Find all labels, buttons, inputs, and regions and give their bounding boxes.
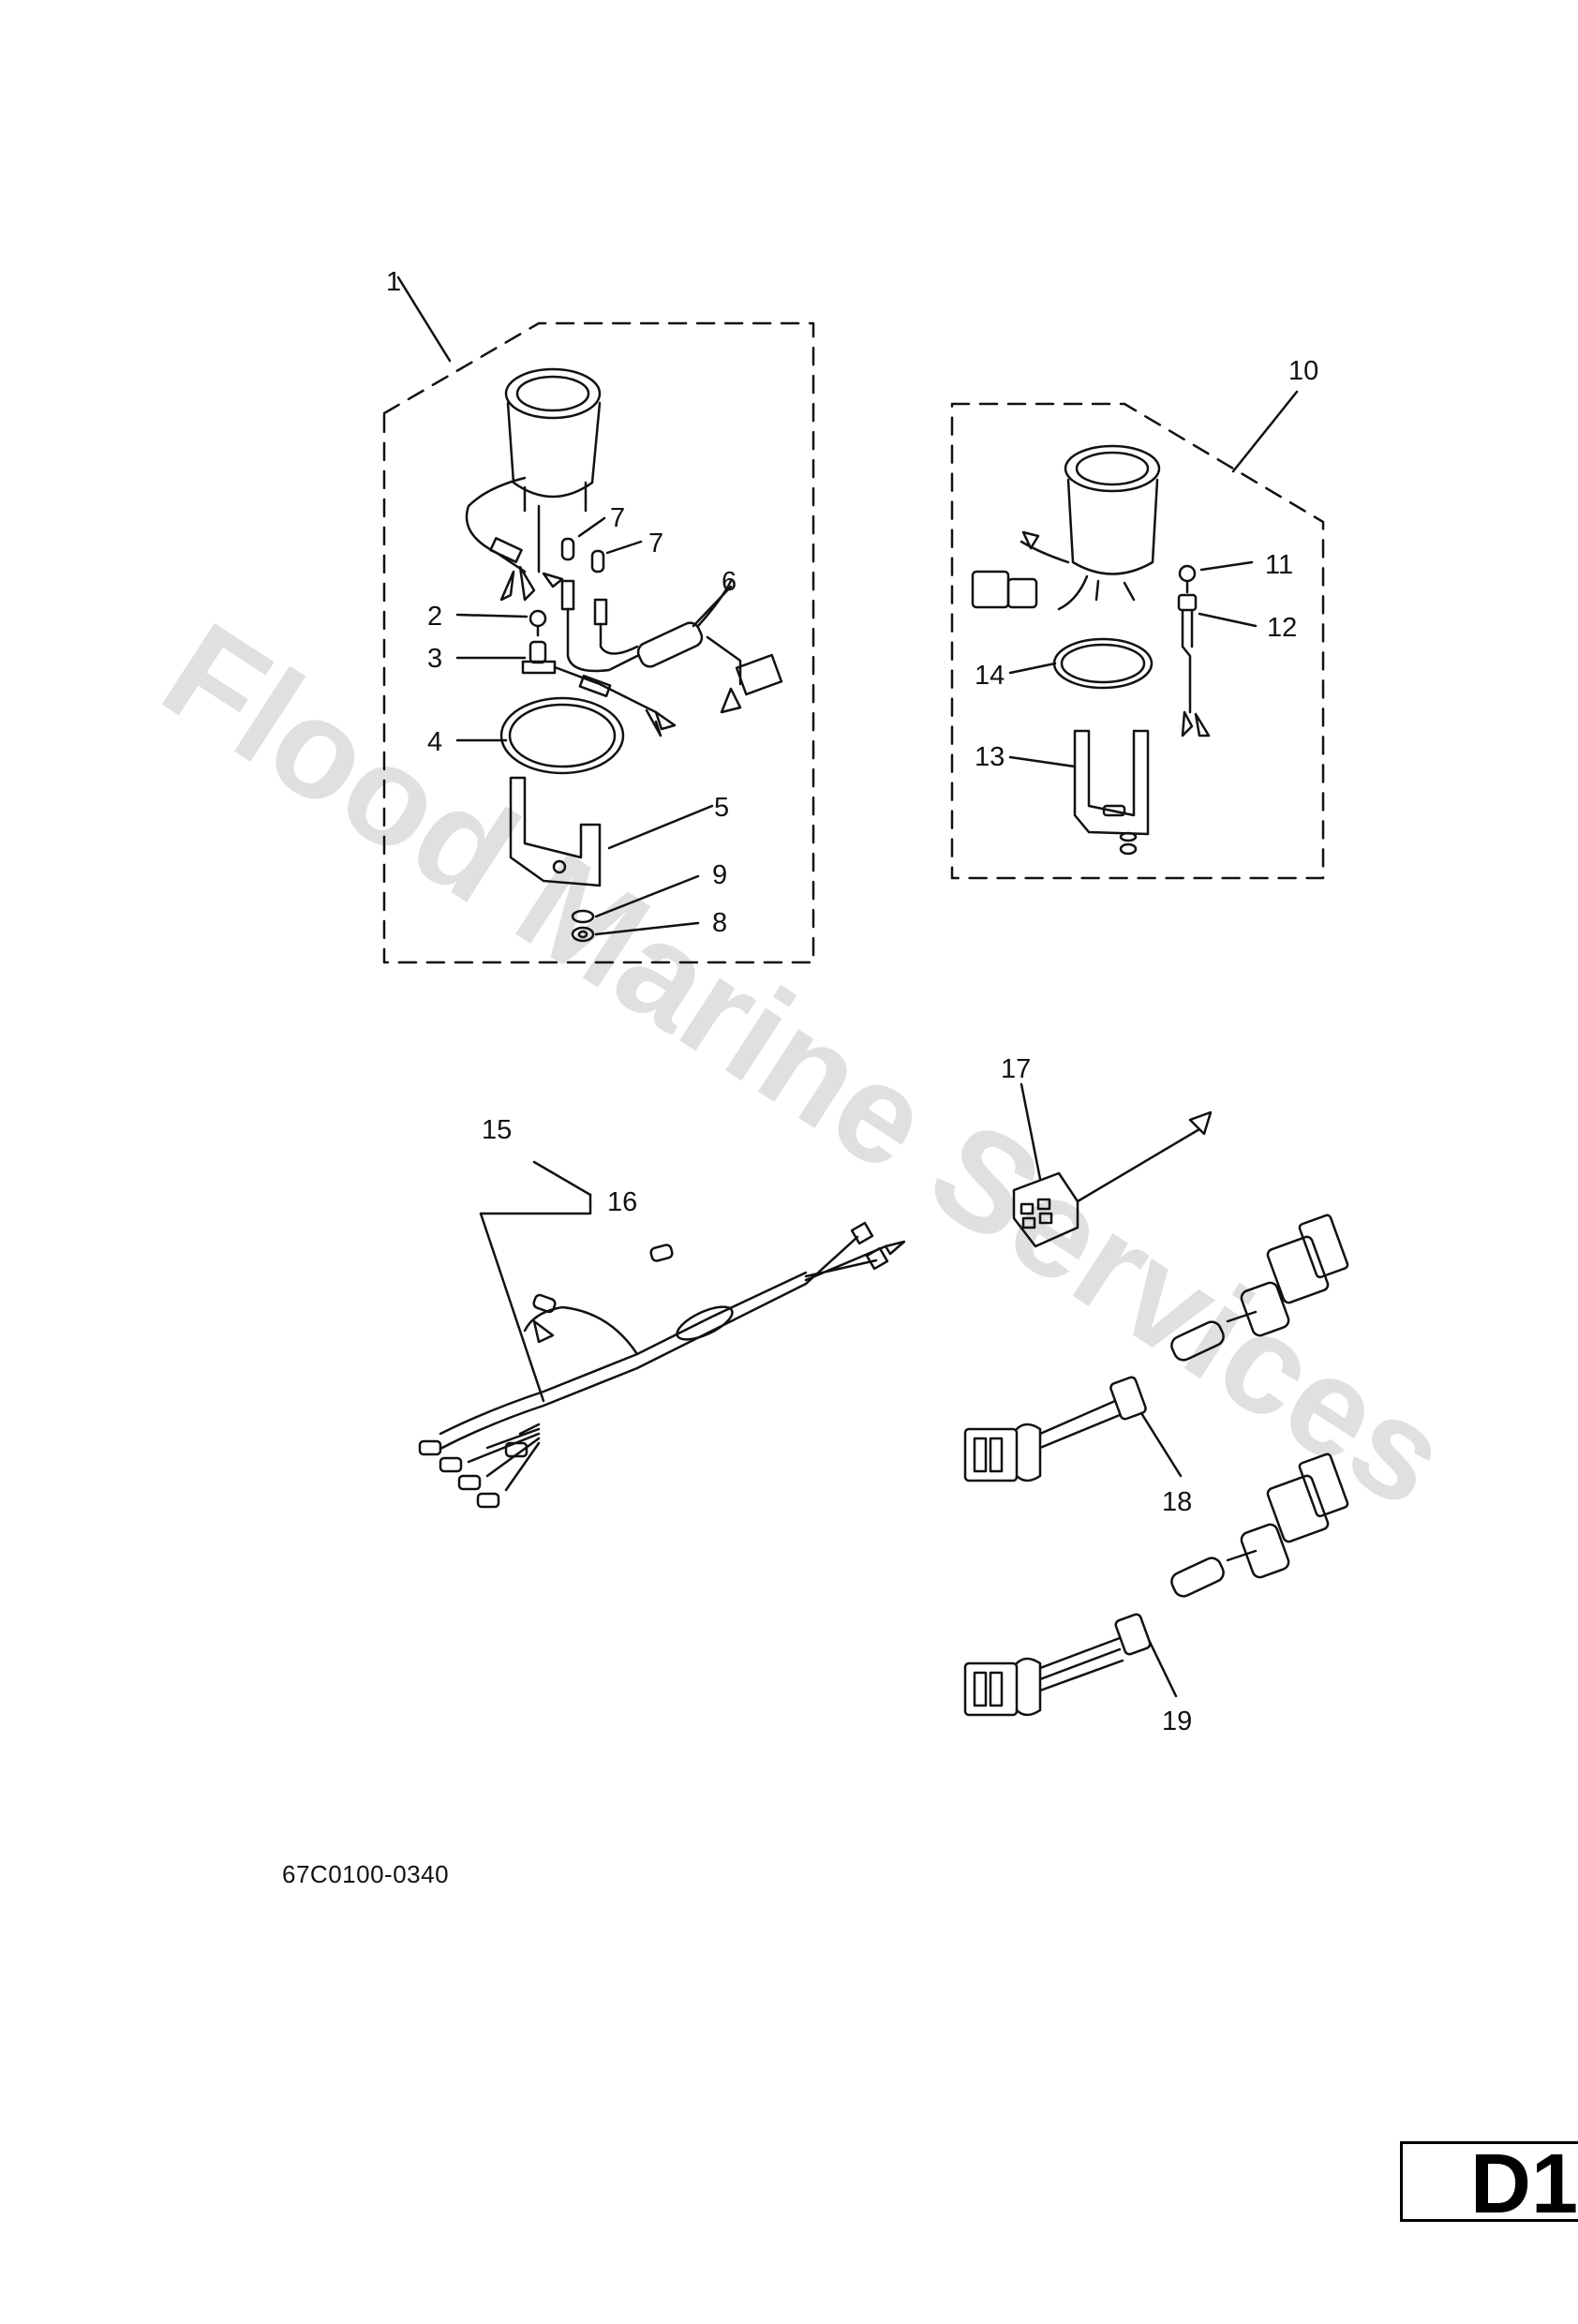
- harness-18: [963, 1214, 1349, 1482]
- callout-11: 11: [1265, 550, 1293, 580]
- callout-5: 5: [714, 793, 729, 823]
- drawing-code: 67C0100-0340: [282, 1860, 450, 1888]
- section-label-box: D1: [1400, 2141, 1578, 2222]
- nut-8: [571, 926, 595, 943]
- assembly-10-boundary: [950, 402, 1325, 880]
- cap-7a: [560, 537, 575, 561]
- bulb-11: [1178, 564, 1197, 594]
- leader-15-bracket: [479, 1193, 592, 1215]
- harness-19: [963, 1452, 1349, 1717]
- callout-1: 1: [386, 267, 401, 297]
- washer-9: [571, 909, 595, 924]
- leader-13: [1008, 755, 1077, 768]
- callout-4: 4: [427, 727, 442, 757]
- callout-16: 16: [607, 1187, 637, 1217]
- bracket-13: [1073, 729, 1150, 856]
- leader-14: [1008, 662, 1057, 675]
- callout-12: 12: [1267, 613, 1297, 643]
- leader-11: [1199, 560, 1254, 572]
- callout-18: 18: [1162, 1487, 1192, 1517]
- socket-12: [1177, 593, 1211, 737]
- leader-6: [692, 585, 733, 628]
- callout-7b: 7: [648, 529, 663, 559]
- callout-8: 8: [712, 908, 727, 938]
- leader-7a: [577, 516, 606, 538]
- callout-6: 6: [722, 567, 737, 597]
- leader-7b: [605, 540, 643, 555]
- leader-2: [455, 613, 528, 618]
- callout-2: 2: [427, 602, 442, 632]
- leader-15-top: [532, 1160, 592, 1197]
- leader-5: [607, 804, 714, 850]
- callout-9: 9: [712, 860, 727, 890]
- socket-3: [521, 640, 677, 737]
- leader-17: [1020, 1082, 1042, 1181]
- leader-1: [396, 276, 452, 363]
- leader-18: [1139, 1411, 1183, 1478]
- section-label: D1: [1470, 2141, 1578, 2222]
- connector-17: [1012, 1110, 1213, 1248]
- callout-14: 14: [975, 661, 1005, 691]
- cap-7b: [590, 549, 605, 574]
- gauge-10: [971, 444, 1161, 611]
- ring-14: [1052, 637, 1154, 690]
- leader-8: [594, 921, 700, 936]
- tube-16: [649, 1244, 674, 1262]
- bracket-5: [509, 776, 602, 887]
- callout-10: 10: [1288, 356, 1318, 386]
- ring-4: [499, 696, 625, 775]
- callout-3: 3: [427, 644, 442, 674]
- harness-15: [418, 1221, 906, 1509]
- harness-6: [560, 579, 783, 714]
- assembly-1-boundary: [382, 321, 815, 964]
- callout-17: 17: [1001, 1054, 1031, 1084]
- leader-19: [1147, 1638, 1178, 1698]
- leader-15: [479, 1212, 545, 1403]
- callout-13: 13: [975, 742, 1005, 772]
- leader-10: [1231, 390, 1299, 473]
- callout-15: 15: [482, 1115, 512, 1145]
- leader-9: [594, 874, 700, 918]
- bulb-2: [528, 609, 547, 637]
- callout-7a: 7: [610, 503, 625, 533]
- gauge-1: [465, 367, 602, 602]
- leader-12: [1198, 612, 1258, 628]
- callout-19: 19: [1162, 1706, 1192, 1736]
